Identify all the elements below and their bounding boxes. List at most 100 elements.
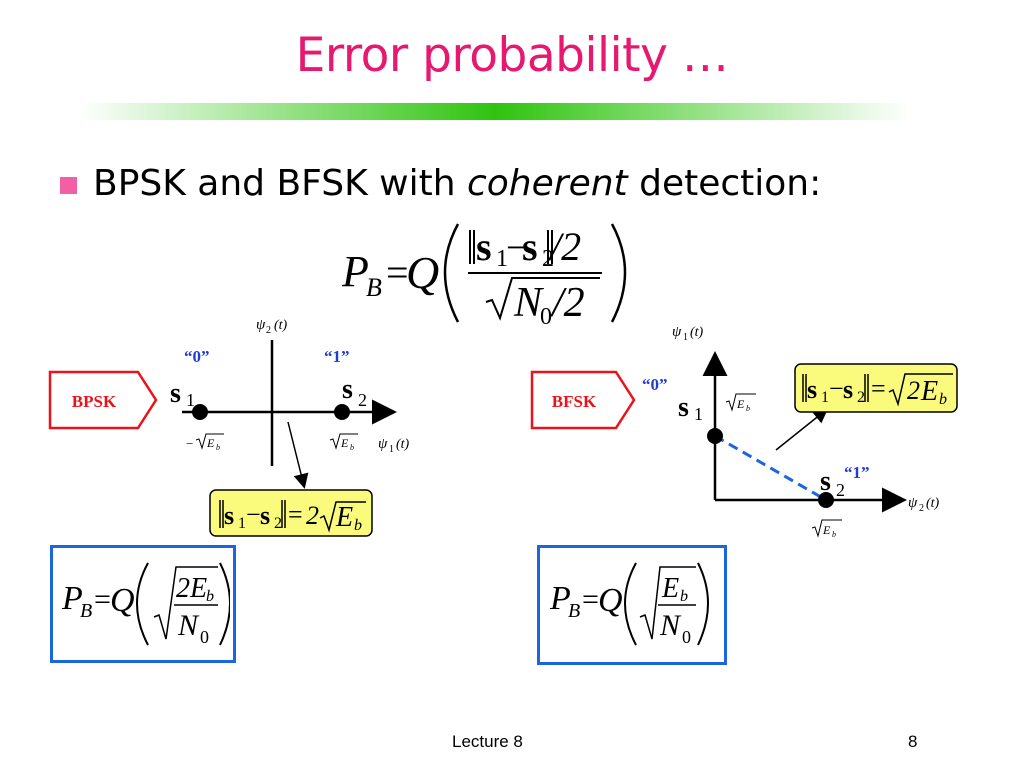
bpsk-tag: BPSK	[72, 392, 117, 411]
bpsk-tick-pos	[329, 433, 358, 450]
svg-text:b: b	[680, 588, 688, 605]
bpsk-point-s2	[334, 404, 350, 420]
svg-text:2: 2	[857, 389, 865, 406]
svg-text:b: b	[354, 517, 362, 534]
svg-text:=: =	[386, 250, 409, 295]
svg-text:Q: Q	[598, 582, 623, 619]
svg-text:0: 0	[200, 627, 209, 647]
svg-text:E: E	[189, 573, 207, 604]
svg-text:(t): (t)	[926, 496, 940, 511]
svg-text:b: b	[939, 391, 947, 408]
svg-text:0: 0	[682, 627, 691, 647]
bpsk-pb-formula: P B = Q 2 E b N 0	[61, 562, 230, 647]
svg-text:b: b	[206, 588, 214, 605]
bfsk-tag-shape	[530, 370, 636, 430]
bpsk-s1-label: s	[170, 378, 181, 409]
svg-text:s: s	[843, 375, 853, 404]
bfsk-x-axis-label: ψ	[908, 495, 918, 511]
svg-text:E: E	[822, 523, 831, 537]
slide-title: Error probability …	[295, 28, 729, 83]
svg-text:=: =	[288, 500, 303, 529]
svg-text:B: B	[568, 600, 580, 622]
svg-text:b: b	[746, 404, 750, 413]
svg-text:s: s	[260, 501, 270, 530]
bpsk-pb-box	[50, 545, 236, 663]
svg-text:=: =	[871, 374, 886, 403]
svg-text:−: −	[246, 500, 261, 529]
svg-text:1: 1	[694, 404, 703, 424]
bpsk-x-axis-label: ψ	[378, 436, 388, 452]
svg-text:1: 1	[186, 390, 195, 410]
svg-text:1: 1	[821, 389, 829, 406]
bfsk-label-one: “1”	[844, 463, 870, 482]
svg-text:1: 1	[238, 515, 246, 532]
svg-text:0: 0	[540, 304, 552, 328]
bfsk-distance-arrow	[775, 408, 829, 451]
svg-text:s: s	[224, 501, 234, 530]
bpsk-distance-arrow	[287, 421, 309, 489]
bfsk-constellation: BFSK ψ 1 (t) ψ 2 (t) “0” s 1 s 2 “1” E b…	[530, 324, 940, 539]
svg-text:B: B	[366, 273, 382, 302]
svg-text:E: E	[736, 397, 745, 411]
svg-text:b: b	[350, 443, 354, 452]
svg-text:=: =	[582, 583, 599, 616]
svg-text:P: P	[61, 580, 83, 617]
svg-text:2: 2	[919, 503, 924, 514]
bullet-item: BPSK and BFSK with coherent detection:	[60, 158, 821, 208]
bullet-text: BPSK and BFSK with coherent detection:	[93, 162, 822, 204]
svg-text:/2: /2	[550, 280, 585, 326]
svg-text:s: s	[476, 224, 492, 269]
svg-text:E: E	[661, 573, 679, 604]
svg-text:B: B	[80, 600, 92, 622]
bpsk-y-axis-label: ψ	[256, 317, 266, 333]
bfsk-pb-formula: P B = Q E b N 0	[549, 562, 709, 647]
bpsk-distance-box: s 1 − s 2 = 2 E b	[209, 489, 373, 537]
bfsk-tick-x	[811, 519, 842, 538]
bpsk-constellation: BPSK ψ 2 (t) ψ 1 (t) “0” “1” s 1 s 2 − E…	[48, 317, 410, 489]
bfsk-y-axis-label: ψ	[672, 324, 682, 340]
svg-text:Q: Q	[110, 582, 135, 619]
bfsk-label-zero: “0”	[642, 375, 668, 394]
svg-text:N: N	[177, 609, 200, 642]
svg-text:2: 2	[274, 515, 282, 532]
bullet-marker	[60, 176, 77, 194]
bfsk-tag: BFSK	[552, 392, 597, 411]
bfsk-point-s2	[818, 492, 834, 508]
bfsk-s1-label: s	[678, 392, 689, 423]
svg-text:2: 2	[907, 376, 920, 405]
svg-text:/2: /2	[548, 224, 581, 269]
svg-text:s: s	[522, 224, 538, 269]
bfsk-point-s1	[707, 428, 723, 444]
svg-text:1: 1	[389, 444, 394, 455]
svg-text:2: 2	[358, 390, 367, 410]
svg-text:=: =	[94, 583, 111, 616]
bfsk-distance-line	[714, 434, 827, 502]
svg-text:−: −	[829, 374, 844, 403]
title-divider	[80, 103, 910, 120]
svg-text:s: s	[807, 375, 817, 404]
svg-text:1: 1	[683, 332, 688, 343]
main-error-formula: P B = Q s 1 − s 2 /2 N 0 /2	[341, 223, 627, 328]
svg-text:1: 1	[496, 246, 508, 272]
bfsk-distance-box: s 1 − s 2 = 2 E b	[794, 363, 958, 413]
svg-text:P: P	[549, 580, 571, 617]
svg-text:E: E	[920, 376, 938, 407]
svg-text:(t): (t)	[396, 437, 410, 452]
bpsk-s2-label: s	[342, 374, 353, 405]
bfsk-tick-y	[725, 393, 756, 412]
bpsk-label-one: “1”	[324, 347, 350, 366]
svg-text:2: 2	[266, 325, 271, 336]
footer-lecture: Lecture 8	[452, 732, 523, 751]
bpsk-point-s1	[192, 404, 208, 420]
svg-text:E: E	[206, 436, 215, 450]
bpsk-label-zero: “0”	[184, 347, 210, 366]
svg-text:E: E	[335, 502, 353, 533]
svg-text:(t): (t)	[274, 318, 288, 333]
svg-text:(t): (t)	[690, 325, 704, 340]
svg-text:−: −	[506, 227, 527, 269]
svg-text:2: 2	[176, 573, 190, 604]
svg-text:b: b	[832, 530, 836, 539]
svg-text:2: 2	[306, 501, 319, 530]
bpsk-tag-shape	[48, 370, 158, 430]
bfsk-s2-label: s	[820, 466, 831, 497]
